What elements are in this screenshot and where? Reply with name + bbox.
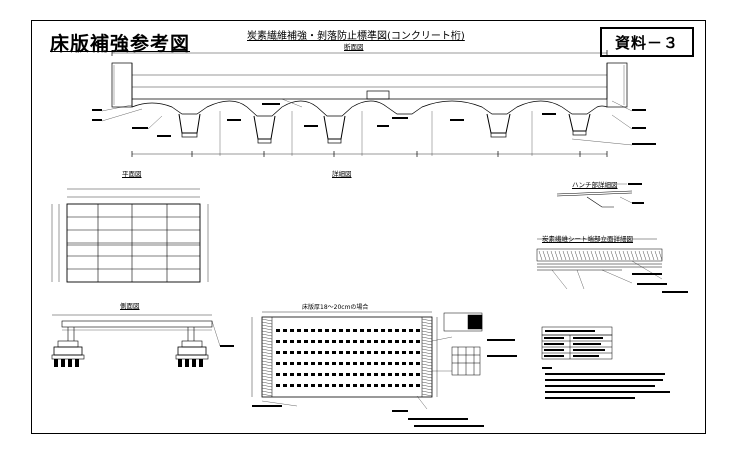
plan-view	[51, 188, 209, 283]
drawing-canvas	[51, 50, 688, 427]
notes-block	[542, 367, 670, 399]
hatch-callouts	[487, 339, 517, 357]
detail-view-label: 詳細図	[332, 170, 352, 178]
cross-section-label: 断面図	[344, 43, 364, 51]
main-title: 床版補強参考図	[50, 33, 191, 55]
material-table	[541, 326, 613, 360]
plan-view-label: 平面図	[122, 170, 142, 178]
pier-icon	[54, 345, 234, 367]
cross-section-callouts	[92, 103, 656, 145]
sheet-joint-detail-view	[536, 238, 663, 290]
detail-grid-hatch	[261, 318, 433, 397]
haunch-detail-label: ハンチ部詳細図	[572, 181, 618, 189]
document-reference-box: 資料－３	[600, 27, 694, 57]
side-view	[51, 314, 221, 360]
grid-note-label: 床版厚18～20cmの場合	[302, 304, 369, 311]
hatch-pattern-icon	[443, 312, 483, 376]
sheet-joint-callouts	[632, 273, 688, 293]
material-table-text	[544, 330, 605, 357]
detail-grid-leaders	[261, 336, 453, 410]
sheet-joint-hatch	[538, 250, 663, 261]
haunch-callouts	[628, 183, 644, 204]
detail-grid-labels	[252, 405, 484, 427]
drawing-sheet: 床版補強参考図 炭素繊維補強・剝落防止標準図(コンクリート桁) 資料－３ 断面図…	[31, 20, 706, 434]
side-view-label: 側面図	[120, 302, 140, 310]
drawing-title: 炭素繊維補強・剝落防止標準図(コンクリート桁)	[247, 31, 465, 42]
cross-section-view	[101, 50, 633, 157]
haunch-detail-view	[556, 183, 633, 208]
grid-sheet-bands	[276, 329, 420, 387]
